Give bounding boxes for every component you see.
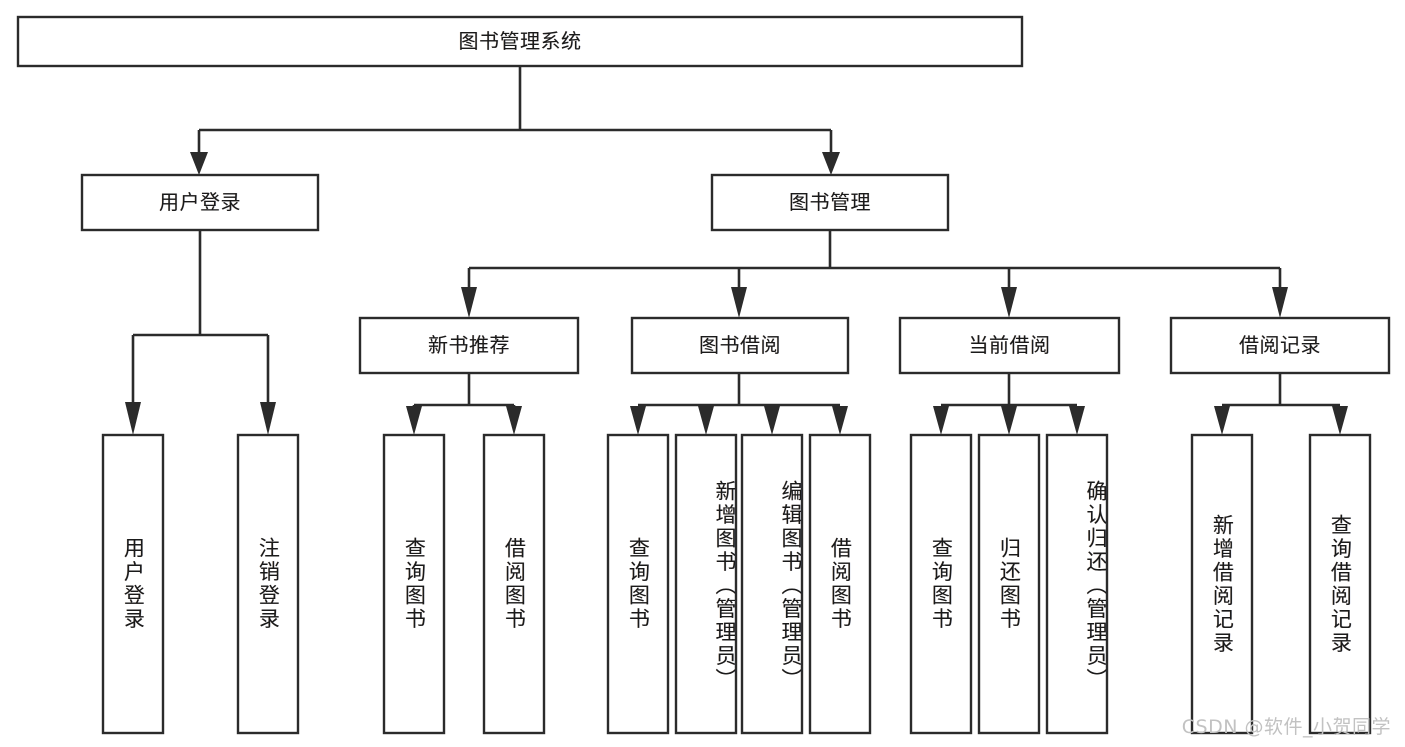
node-user-login[interactable] bbox=[80, 173, 320, 232]
arrow-head-leaf-new-book-2 bbox=[506, 406, 522, 435]
leaf-box-user-login-2[interactable] bbox=[236, 433, 300, 735]
node-book-manage[interactable] bbox=[710, 173, 950, 232]
arrow-head-leaf-user-login-2 bbox=[260, 402, 276, 435]
leaf-box-borrow-record-2[interactable] bbox=[1308, 433, 1372, 735]
leaf-box-current-borrow-3[interactable] bbox=[1045, 433, 1109, 735]
node-current-borrow[interactable] bbox=[898, 316, 1121, 375]
leaf-box-new-book-1[interactable] bbox=[382, 433, 446, 735]
arrow-head-user-login bbox=[190, 152, 208, 175]
leaf-box-book-borrow-2[interactable] bbox=[674, 433, 738, 735]
leaf-box-user-login-1[interactable] bbox=[101, 433, 165, 735]
leaf-box-current-borrow-1[interactable] bbox=[909, 433, 973, 735]
arrow-head-book-borrow bbox=[731, 287, 747, 318]
arrow-head-leaf-book-borrow-2 bbox=[698, 406, 714, 435]
arrow-head-current-borrow bbox=[1001, 287, 1017, 318]
leaf-box-new-book-2[interactable] bbox=[482, 433, 546, 735]
arrow-head-leaf-current-borrow-1 bbox=[933, 406, 949, 435]
arrow-head-leaf-current-borrow-3 bbox=[1069, 406, 1085, 435]
arrow-head-leaf-new-book-1 bbox=[406, 406, 422, 435]
leaf-box-book-borrow-1[interactable] bbox=[606, 433, 670, 735]
node-borrow-record[interactable] bbox=[1169, 316, 1391, 375]
arrow-head-leaf-book-borrow-4 bbox=[832, 406, 848, 435]
arrow-head-leaf-borrow-record-2 bbox=[1332, 406, 1348, 435]
arrow-head-leaf-user-login-1 bbox=[125, 402, 141, 435]
arrow-head-book-manage bbox=[822, 152, 840, 175]
node-root[interactable] bbox=[16, 15, 1024, 68]
arrow-head-borrow-record bbox=[1272, 287, 1288, 318]
node-new-book-recommend[interactable] bbox=[358, 316, 580, 375]
leaf-box-current-borrow-2[interactable] bbox=[977, 433, 1041, 735]
arrow-head-leaf-book-borrow-1 bbox=[630, 406, 646, 435]
node-book-borrow[interactable] bbox=[630, 316, 850, 375]
leaf-box-book-borrow-3[interactable] bbox=[740, 433, 804, 735]
leaf-box-borrow-record-1[interactable] bbox=[1190, 433, 1254, 735]
arrow-head-leaf-borrow-record-1 bbox=[1214, 406, 1230, 435]
arrow-head-leaf-current-borrow-2 bbox=[1001, 406, 1017, 435]
leaf-box-book-borrow-4[interactable] bbox=[808, 433, 872, 735]
arrow-head-new-book bbox=[461, 287, 477, 318]
arrow-head-leaf-book-borrow-3 bbox=[764, 406, 780, 435]
